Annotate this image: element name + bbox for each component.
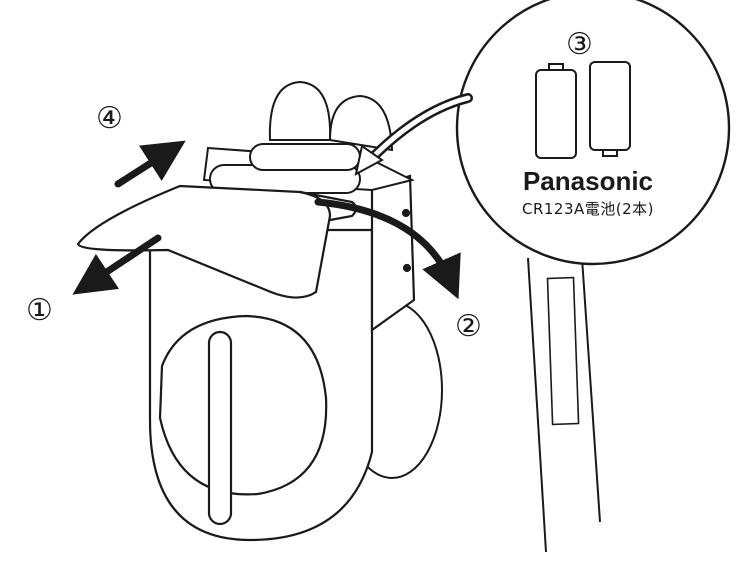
- arrow-step1: [72, 234, 162, 295]
- arrow-step2: [314, 198, 461, 300]
- arrows: [72, 140, 461, 300]
- battery-type-text: CR123A電池(2本): [522, 200, 654, 218]
- step2-label: ②: [455, 309, 482, 344]
- arrow-step4: [114, 140, 186, 188]
- brand-text: Panasonic: [523, 166, 653, 196]
- thumb-turn-knob: [207, 330, 233, 526]
- step3-label: ③: [566, 27, 593, 62]
- front-dial: [158, 314, 328, 526]
- battery-icon: [535, 61, 631, 159]
- callout: [354, 0, 731, 266]
- step1-label: ①: [26, 293, 53, 328]
- rear-tabs: [268, 80, 394, 152]
- door-frame: [527, 257, 601, 553]
- step4-label: ④: [96, 101, 123, 136]
